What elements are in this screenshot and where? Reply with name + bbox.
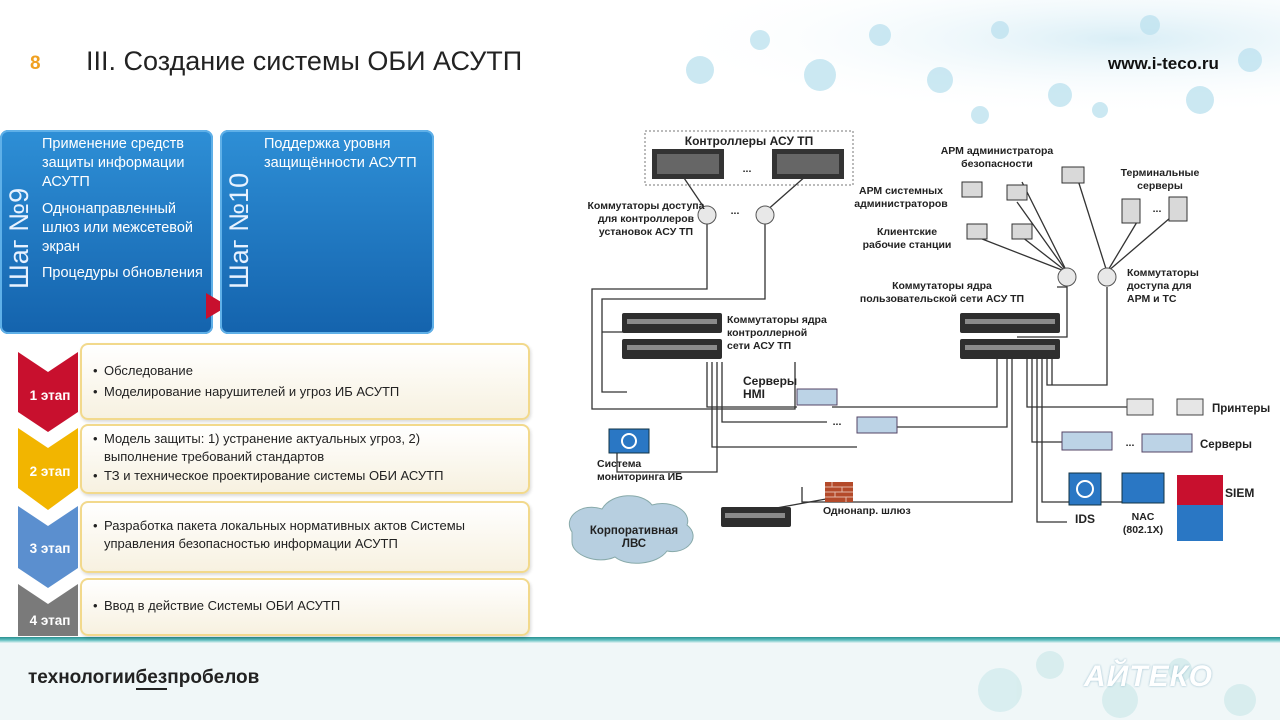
core-user-line-2: пользовательской сети АСУ ТП: [859, 293, 1025, 305]
access-switches-line-2: для контроллеров: [597, 213, 695, 225]
step-9-line-1: Применение средств защиты информации АСУ…: [42, 136, 185, 190]
terminal-servers-label: Терминальные серверы: [1105, 167, 1215, 193]
nac-label: NAC (802.1X): [1115, 511, 1171, 537]
stage-1-bullet-1: Обследование: [93, 362, 528, 380]
monitoring-label: Система мониторинга ИБ: [597, 458, 707, 484]
step-9-line-2: Однонаправленный шлюз или межсетевой экр…: [42, 201, 193, 255]
arm-admin-sec-line-1: АРМ администратора: [940, 145, 1054, 157]
ellipsis-2: ...: [730, 205, 740, 217]
arm-admin-sec-label: АРМ администратора безопасности: [927, 145, 1067, 171]
footer-brand: технологиибезпробелов: [28, 667, 260, 690]
client-ws-line-1: Клиентские: [876, 226, 938, 238]
company-logo: АЙТЕКО: [1084, 660, 1213, 693]
stage-3-chevron: [18, 506, 78, 588]
core-user-label: Коммутаторы ядра пользовательской сети А…: [842, 280, 1042, 306]
client-ws-line-2: рабочие станции: [862, 239, 952, 251]
ids-label: IDS: [1074, 512, 1095, 526]
access-arm-line-3: АРМ и ТС: [1127, 293, 1177, 305]
stage-2-label: 2 этап: [29, 464, 71, 479]
stage-chevrons: [18, 352, 78, 636]
network-diagram: Контроллеры АСУ ТП ... ... Коммутаторы д…: [557, 127, 1270, 575]
step-10-line-1: Поддержка уровня защищённости АСУТП: [264, 136, 417, 171]
stage-4-chevron: [18, 584, 78, 636]
hmi-line-1: Серверы: [743, 374, 798, 388]
step-9-card: Шаг №9 Применение средств защиты информа…: [0, 130, 213, 334]
hmi-label: Серверы HMI: [743, 374, 798, 401]
arm-admin-sec-line-2: безопасности: [961, 158, 1033, 170]
core-ctrl-label: Коммутаторы ядра контроллерной сети АСУ …: [727, 314, 847, 353]
brand-part-3: пробелов: [167, 667, 260, 688]
brand-part-1: технологии: [28, 667, 136, 688]
stage-1-chevron: [18, 352, 78, 432]
step-10-card: Шаг №10 Поддержка уровня защищённости АС…: [220, 130, 434, 334]
ellipsis-5: ...: [1125, 437, 1135, 449]
siem-label: SIEM: [1225, 486, 1255, 500]
core-ctrl-line-3: сети АСУ ТП: [727, 340, 792, 352]
core-user-line-1: Коммутаторы ядра: [892, 280, 992, 292]
nac-line-2: (802.1X): [1122, 524, 1164, 536]
stage-3-label: 3 этап: [29, 541, 71, 556]
ellipsis-1: ...: [742, 163, 752, 175]
stage-1-bullet-2: Моделирование нарушителей и угроз ИБ АСУ…: [93, 383, 528, 401]
access-arm-line-1: Коммутаторы: [1127, 267, 1199, 279]
core-ctrl-line-1: Коммутаторы ядра: [727, 314, 827, 326]
stage-4-bullet-1: Ввод в действие Системы ОБИ АСУТП: [93, 597, 528, 615]
ellipsis-3: ...: [832, 416, 842, 428]
stage-1-label: 1 этап: [29, 388, 71, 403]
stage-3-card: Разработка пакета локальных нормативных …: [80, 501, 530, 573]
corp-lan-line-2: ЛВС: [621, 538, 647, 550]
step-9-line-3: Процедуры обновления: [42, 265, 203, 281]
access-arm-line-2: доступа для: [1127, 280, 1192, 292]
terminal-servers-line-2: серверы: [1137, 180, 1183, 192]
access-switches-label: Коммутаторы доступа для контроллеров уст…: [573, 200, 719, 239]
step-10-label: Шаг №10: [224, 172, 254, 289]
stage-3-bullet-1: Разработка пакета локальных нормативных …: [93, 517, 514, 552]
stage-2-bullet-2: ТЗ и техническое проектирование системы …: [93, 467, 484, 485]
hmi-line-2: HMI: [743, 387, 765, 401]
corp-lan-line-1: Корпоративная: [589, 525, 679, 537]
page-title: III. Создание системы ОБИ АСУТП: [86, 46, 523, 76]
stage-2-chevron: [18, 428, 78, 510]
site-url: www.i-teco.ru: [1108, 54, 1219, 73]
controllers-label: Контроллеры АСУ ТП: [684, 134, 814, 148]
step-9-label: Шаг №9: [4, 187, 34, 289]
stage-4-card: Ввод в действие Системы ОБИ АСУТП: [80, 578, 530, 636]
stage-2-bullet-1: Модель защиты: 1) устранение актуальных …: [93, 430, 484, 465]
nac-line-1: NAC: [1131, 511, 1155, 523]
step-9-label-wrap: Шаг №9: [0, 130, 42, 334]
ellipsis-4: ...: [1152, 203, 1162, 215]
access-switches-line-3: установок АСУ ТП: [598, 226, 694, 238]
brand-part-2: без: [135, 667, 168, 690]
stage-4-label: 4 этап: [29, 613, 71, 628]
gateway-label: Однонапр. шлюз: [823, 505, 911, 517]
slide-number: 8: [30, 53, 41, 74]
core-ctrl-line-2: контроллерной: [727, 327, 808, 339]
arm-sys-admins-line-1: АРМ системных: [858, 185, 943, 197]
servers-label: Серверы: [1200, 439, 1252, 451]
controller-rack-icon: [652, 149, 844, 179]
stage-2-card: Модель защиты: 1) устранение актуальных …: [80, 424, 530, 494]
monitoring-line-2: мониторинга ИБ: [597, 471, 683, 483]
corp-lan-label: Корпоративная ЛВС: [582, 525, 686, 551]
client-ws-label: Клиентские рабочие станции: [857, 226, 957, 252]
network-lines: [568, 130, 1223, 564]
printers-label: Принтеры: [1212, 403, 1271, 415]
access-switches-line-1: Коммутаторы доступа: [587, 200, 705, 212]
step-10-label-wrap: Шаг №10: [218, 130, 262, 334]
arm-sys-admins-label: АРМ системных администраторов: [845, 185, 957, 211]
monitoring-line-1: Система: [597, 458, 642, 470]
access-arm-label: Коммутаторы доступа для АРМ и ТС: [1127, 267, 1217, 306]
terminal-servers-line-1: Терминальные: [1120, 167, 1200, 179]
arm-sys-admins-line-2: администраторов: [854, 198, 948, 210]
stage-1-card: Обследование Моделирование нарушителей и…: [80, 343, 530, 420]
